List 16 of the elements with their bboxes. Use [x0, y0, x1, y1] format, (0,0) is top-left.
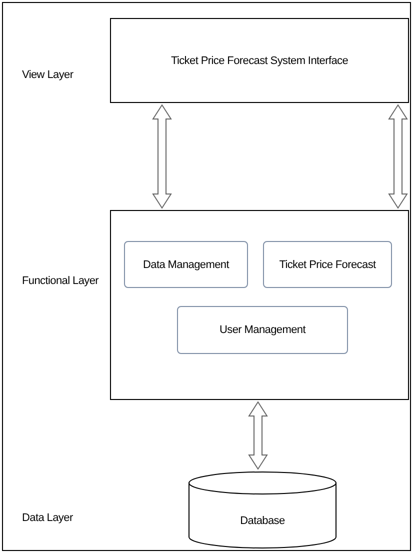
layer-box — [110, 18, 409, 103]
module-box — [177, 306, 348, 354]
layer-box — [110, 210, 409, 400]
database-label: Database — [240, 515, 285, 527]
layer-label: View Layer — [22, 69, 74, 81]
double-arrow — [152, 104, 172, 209]
module-box — [124, 241, 248, 288]
box-label: Data Management — [143, 258, 229, 270]
box-label: User Management — [220, 324, 306, 336]
layer-label: Functional Layer — [22, 275, 99, 287]
double-arrow — [388, 104, 408, 209]
box-label: Ticket Price Forecast — [279, 258, 376, 270]
layer-label: Data Layer — [22, 512, 73, 524]
box-label: Ticket Price Forecast System Interface — [170, 54, 348, 66]
double-arrow — [248, 401, 268, 470]
module-box — [263, 241, 392, 288]
